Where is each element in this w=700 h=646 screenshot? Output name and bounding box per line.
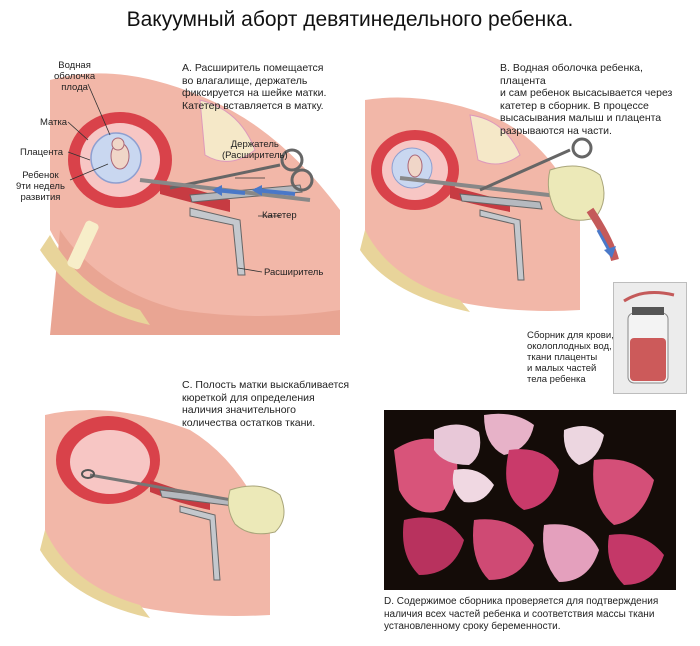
label-amniotic-sac: Водная оболочка плода [54, 60, 96, 93]
caption-step-c: C. Полость матки выскабливается кюреткой… [182, 379, 350, 429]
label-fetus: Ребенок 9ти недель развития [16, 170, 65, 203]
caption-collection-jar: Сборник для крови, околоплодных вод, тка… [527, 330, 614, 385]
tissue-remains-photo [384, 410, 676, 590]
collection-jar-icon [623, 291, 675, 384]
label-uterus: Матка [40, 117, 68, 128]
label-holder: Держатель (Расширитель) [222, 139, 288, 161]
page-title: Вакуумный аборт девятинедельного ребенка… [126, 8, 574, 31]
label-catheter: Катетер [262, 210, 297, 221]
illustration-vacuum-insertion [40, 73, 340, 335]
illustration-curettage [40, 410, 285, 618]
tissue-fragments-image [394, 413, 664, 585]
collection-jar-photo [613, 282, 687, 394]
caption-step-a: A. Расширитель помещается во влагалище, … [182, 62, 327, 112]
caption-step-b: B. Водная оболочка ребенка, плацента и с… [500, 62, 673, 137]
illustration-vacuum-suction [360, 97, 619, 312]
label-placenta: Плацента [20, 147, 64, 158]
caption-step-d: D. Содержимое сборника проверяется для п… [384, 596, 659, 632]
label-dilator: Расширитель [264, 267, 324, 278]
